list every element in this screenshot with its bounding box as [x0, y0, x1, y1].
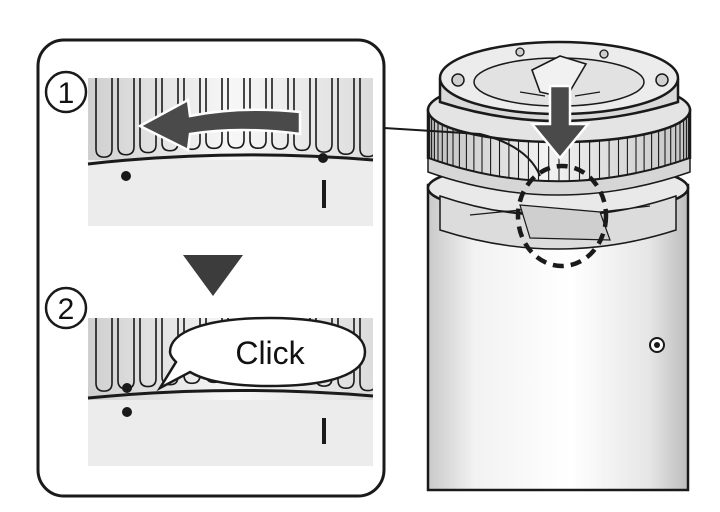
step-2-label: 2: [44, 286, 88, 330]
dial-rib: [293, 78, 311, 152]
down-arrow-icon: [529, 84, 591, 160]
dial-rib: [205, 78, 223, 150]
dial-rib: [337, 318, 355, 390]
click-label: Click: [235, 335, 305, 371]
step-1-label: 1: [44, 70, 88, 114]
dial-rib: [337, 78, 355, 156]
dial-rib: [315, 78, 333, 153]
step-1-panel: [87, 78, 374, 226]
dial-dot-marker: [318, 153, 328, 163]
click-speech-bubble: Click: [156, 316, 367, 392]
curved-left-arrow-icon: [137, 98, 302, 152]
dial-dot-marker: [122, 383, 132, 393]
dial-rib: [249, 78, 267, 150]
dial-rib: [227, 78, 245, 149]
dial-rib: [139, 78, 157, 154]
highlight-circle: [515, 163, 609, 269]
dial-rib: [359, 318, 373, 392]
dial-rib: [183, 318, 201, 385]
down-triangle-icon: [183, 255, 243, 296]
dial-rib: [117, 78, 135, 156]
cylinder-unit: [426, 160, 690, 492]
dial-rib: [139, 318, 157, 388]
dial-rib: [95, 318, 113, 392]
body-dot-marker: [122, 407, 132, 417]
dial-rib: [95, 78, 113, 158]
leader-line: [383, 127, 541, 177]
dial-rib: [359, 78, 373, 158]
dial-rib: [271, 78, 289, 150]
dial-dot-marker: [121, 171, 131, 181]
svg-text:2: 2: [58, 293, 75, 326]
svg-text:1: 1: [58, 77, 75, 110]
